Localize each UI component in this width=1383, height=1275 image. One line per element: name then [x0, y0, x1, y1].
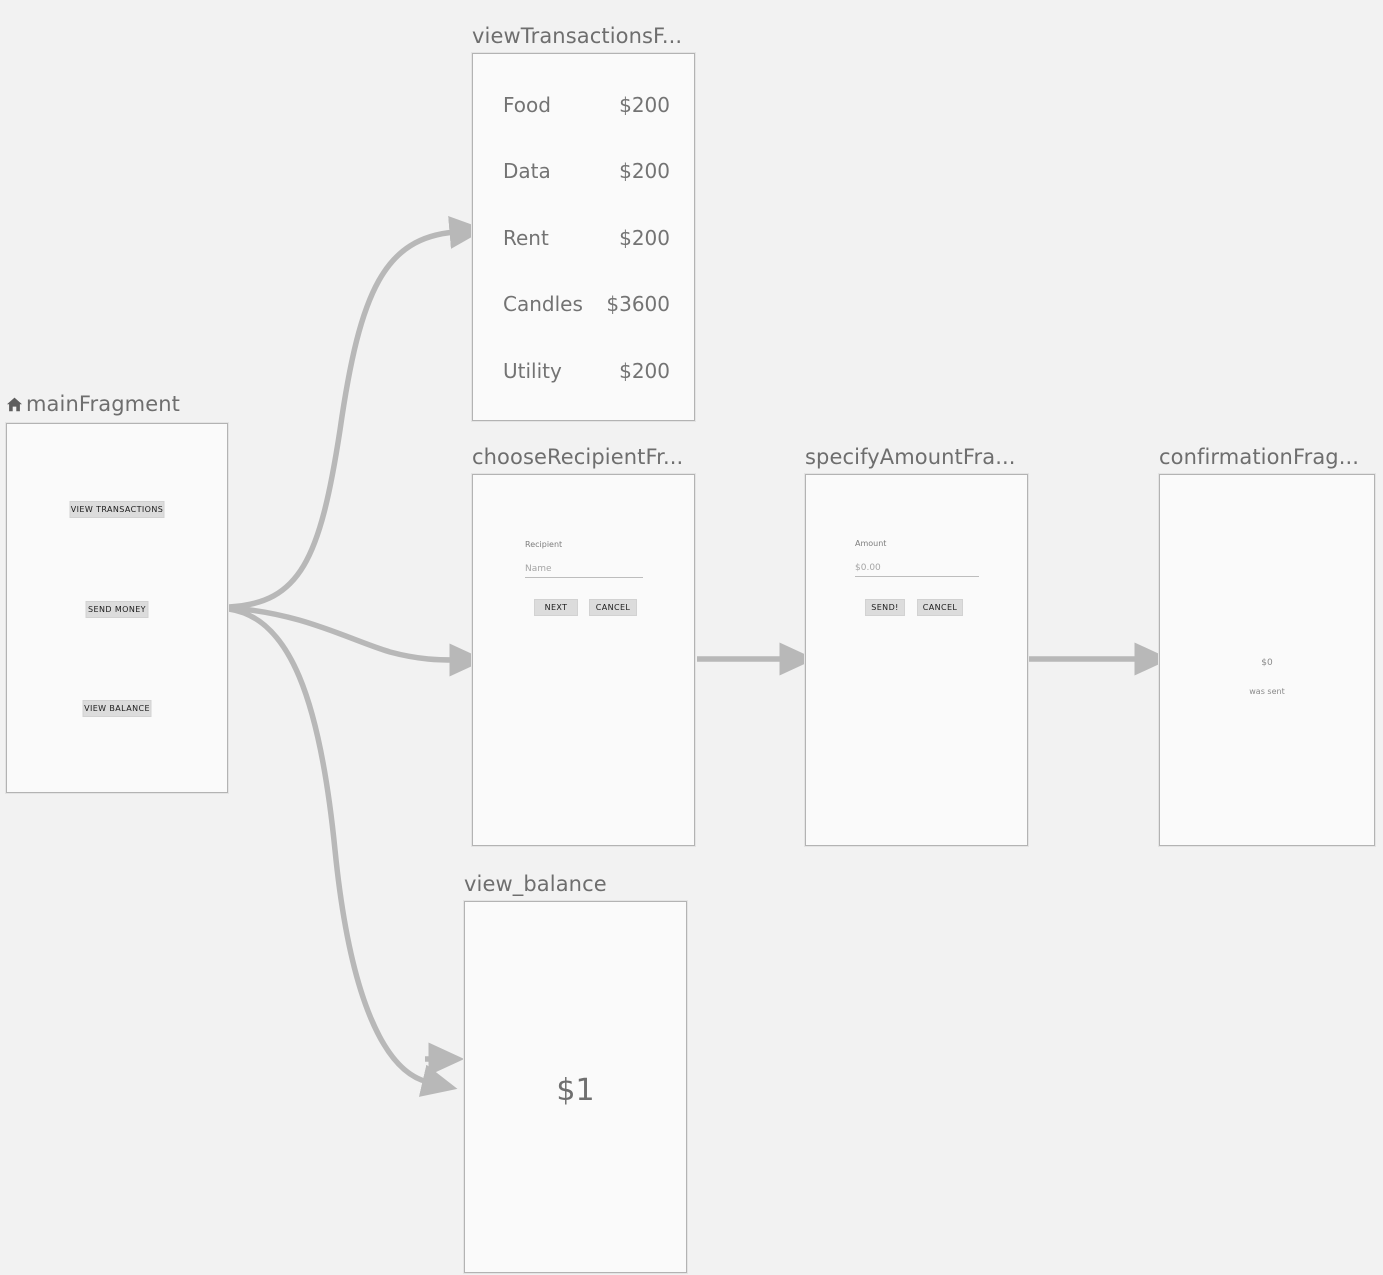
node-frame-view-transactions[interactable]: Food $200 Data $200 Rent $200 Candles $3…	[472, 53, 695, 421]
transaction-label: Data	[503, 159, 551, 183]
edge-main-to-view-transactions[interactable]	[226, 216, 486, 610]
confirmation-message: was sent	[1249, 687, 1285, 696]
transaction-label: Food	[503, 93, 551, 117]
transaction-amount: $3600	[606, 292, 670, 316]
balance-amount: $1	[556, 1073, 595, 1108]
transaction-amount: $200	[619, 93, 670, 117]
transaction-amount: $200	[619, 226, 670, 250]
table-row: Data $200	[473, 160, 694, 182]
node-view-balance-fragment[interactable]: view_balance $1	[464, 872, 687, 1273]
preview-button-next[interactable]: NEXT	[534, 599, 578, 616]
table-row: Food $200	[473, 94, 694, 116]
node-frame-main-fragment[interactable]: VIEW TRANSACTIONS SEND MONEY VIEW BALANC…	[6, 423, 228, 793]
node-frame-specify-amount[interactable]: Amount $0.00 SEND! CANCEL	[805, 474, 1028, 846]
node-title-confirmation: confirmationFrag...	[1159, 445, 1360, 469]
preview-button-send[interactable]: SEND!	[865, 599, 905, 616]
node-title-view-transactions: viewTransactionsF...	[472, 24, 683, 48]
edge-main-to-view-balance[interactable]	[226, 606, 458, 1097]
table-row: Utility $200	[473, 360, 694, 382]
recipient-field-label: Recipient	[525, 540, 563, 549]
node-frame-view-balance[interactable]: $1	[464, 901, 687, 1273]
preview-button-view-transactions[interactable]: VIEW TRANSACTIONS	[69, 501, 165, 518]
confirmation-amount: $0	[1261, 658, 1273, 668]
transaction-label: Utility	[503, 359, 562, 383]
table-row: Rent $200	[473, 227, 694, 249]
node-frame-confirmation[interactable]: $0 was sent	[1159, 474, 1375, 846]
amount-input[interactable]: $0.00	[855, 563, 979, 577]
preview-button-view-balance[interactable]: VIEW BALANCE	[82, 700, 152, 717]
transaction-label: Rent	[503, 226, 549, 250]
node-title-label: mainFragment	[26, 392, 180, 416]
preview-button-cancel[interactable]: CANCEL	[917, 599, 963, 616]
transaction-amount: $200	[619, 359, 670, 383]
node-confirmation-fragment[interactable]: confirmationFrag... $0 was sent	[1159, 445, 1375, 846]
preview-button-send-money[interactable]: SEND MONEY	[85, 601, 149, 618]
node-title-main-fragment: mainFragment	[6, 392, 180, 418]
table-row: Candles $3600	[473, 293, 694, 315]
transaction-label: Candles	[503, 292, 583, 316]
node-choose-recipient-fragment[interactable]: chooseRecipientFr... Recipient Name NEXT…	[472, 445, 695, 846]
node-frame-choose-recipient[interactable]: Recipient Name NEXT CANCEL	[472, 474, 695, 846]
amount-field-label: Amount	[855, 539, 887, 548]
preview-button-cancel[interactable]: CANCEL	[589, 599, 637, 616]
edge-main-to-choose-recipient[interactable]	[226, 605, 486, 677]
node-title-view-balance: view_balance	[464, 872, 607, 896]
node-title-choose-recipient: chooseRecipientFr...	[472, 445, 684, 469]
home-icon	[6, 394, 23, 418]
node-main-fragment[interactable]: mainFragment VIEW TRANSACTIONS SEND MONE…	[6, 392, 228, 793]
node-view-transactions-fragment[interactable]: viewTransactionsF... Food $200 Data $200…	[472, 24, 695, 421]
transaction-amount: $200	[619, 159, 670, 183]
recipient-name-input[interactable]: Name	[525, 564, 643, 578]
node-specify-amount-fragment[interactable]: specifyAmountFra... Amount $0.00 SEND! C…	[805, 445, 1028, 846]
node-title-specify-amount: specifyAmountFra...	[805, 445, 1016, 469]
